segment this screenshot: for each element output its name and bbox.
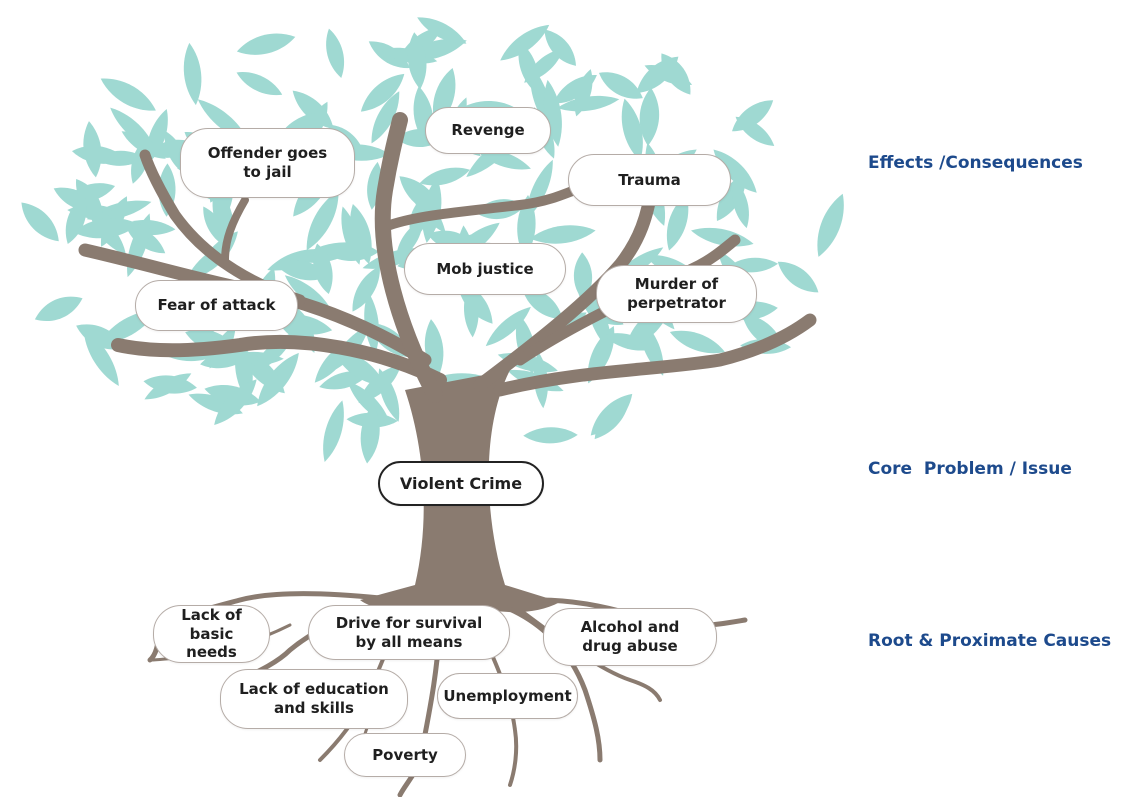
- branch-center-right: [385, 183, 585, 230]
- leaf: [65, 195, 87, 244]
- leaf: [371, 91, 400, 144]
- leaf: [399, 176, 443, 215]
- effect-mob-justice: Mob justice: [404, 243, 566, 295]
- leaf: [523, 427, 578, 444]
- effect-fear-of-attack: Fear of attack: [135, 280, 298, 331]
- leaf: [323, 242, 379, 261]
- leaf: [306, 190, 339, 251]
- cause-lack-of-education: Lack of education and skills: [220, 669, 408, 729]
- leaf: [419, 167, 471, 186]
- leaf: [183, 42, 202, 106]
- leaf: [239, 349, 285, 394]
- branch-center: [374, 112, 443, 403]
- label-root-causes: Root & Proximate Causes: [868, 631, 1112, 651]
- leaf: [203, 206, 229, 248]
- leaf: [669, 330, 725, 354]
- leaf: [333, 349, 386, 386]
- leaf: [732, 180, 749, 229]
- cause-drive-for-survival: Drive for survival by all means: [308, 605, 510, 660]
- cause-lack-of-basic-needs: Lack of basic needs: [153, 605, 270, 663]
- leaf: [524, 48, 564, 83]
- leaf: [407, 32, 427, 90]
- leaf: [71, 145, 126, 164]
- label-core-problem: Core Problem / Issue: [868, 459, 1072, 479]
- leaf: [395, 219, 423, 261]
- leaf: [639, 87, 660, 146]
- leaf: [34, 296, 83, 321]
- leaf: [713, 149, 757, 193]
- leaf: [21, 202, 59, 242]
- root-6: [497, 602, 603, 763]
- leaf: [83, 329, 119, 386]
- leaf: [636, 56, 679, 94]
- leaf: [378, 368, 400, 422]
- branch-left-fork: [221, 196, 249, 264]
- leaf: [573, 252, 593, 302]
- core-problem-violent-crime: Violent Crime: [378, 461, 544, 506]
- leaf: [326, 28, 345, 78]
- leaf: [352, 266, 380, 312]
- branch-right-low: [493, 313, 817, 397]
- effect-trauma: Trauma: [568, 154, 731, 206]
- leaf: [544, 29, 576, 66]
- leaf: [360, 404, 380, 464]
- leaf: [517, 195, 536, 258]
- leaf: [76, 178, 103, 220]
- leaf: [360, 73, 405, 112]
- leaf: [777, 261, 819, 293]
- leaf: [323, 400, 344, 462]
- branch-left-low: [111, 334, 447, 387]
- leaf: [521, 287, 563, 320]
- effect-revenge: Revenge: [425, 107, 551, 154]
- leaf: [236, 33, 296, 55]
- leaf: [121, 131, 166, 159]
- leaf: [621, 98, 643, 161]
- leaf: [529, 225, 596, 244]
- leaf: [817, 193, 844, 257]
- effect-offender-goes-to-jail: Offender goes to jail: [180, 128, 355, 198]
- leaf: [500, 24, 550, 61]
- label-effects-consequences: Effects /Consequences: [868, 153, 1083, 173]
- leaf: [543, 79, 562, 147]
- cause-poverty: Poverty: [344, 733, 466, 777]
- leaf: [100, 78, 156, 111]
- leaf: [417, 17, 467, 44]
- cause-alcohol-and-drug-abuse: Alcohol and drug abuse: [543, 608, 717, 666]
- leaf: [590, 393, 633, 436]
- leaf: [313, 243, 333, 295]
- leaf: [214, 379, 257, 425]
- leaf: [732, 100, 774, 132]
- cause-unemployment: Unemployment: [437, 673, 578, 719]
- leaf: [236, 72, 283, 96]
- effect-murder-of-perpetrator: Murder of perpetrator: [596, 265, 757, 323]
- leaf: [347, 381, 391, 424]
- leaf: [73, 218, 139, 239]
- leaf: [598, 72, 643, 99]
- leaf: [574, 69, 593, 117]
- leaf: [666, 194, 689, 251]
- leaf: [557, 95, 620, 112]
- leaf: [144, 373, 192, 400]
